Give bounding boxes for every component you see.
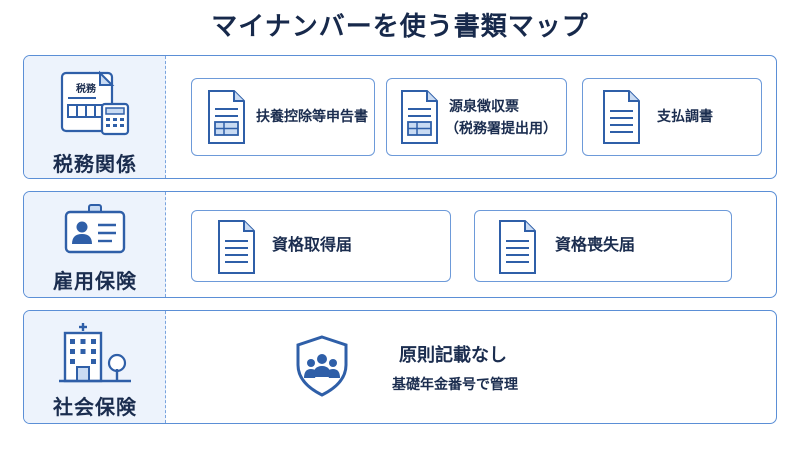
doc-label-qualification-acquisition: 資格取得届 bbox=[272, 235, 353, 254]
section-employment-insurance: 雇用保険 資格取得届 資格喪失届 bbox=[23, 191, 777, 298]
section-tax-label: 税務関係 bbox=[53, 152, 137, 176]
note-sub-text: 基礎年金番号で管理 bbox=[392, 377, 518, 393]
section-social-label: 社会保険 bbox=[53, 395, 137, 419]
section-tax-header: 税務 税務関係 bbox=[24, 56, 166, 178]
document-icon bbox=[499, 220, 536, 274]
note-main-text: 原則記載なし bbox=[399, 345, 507, 366]
form-document-icon bbox=[208, 90, 245, 144]
document-icon bbox=[603, 90, 640, 144]
doc-card-withholding-slip: 源泉徴収票 （税務署提出用） bbox=[386, 78, 567, 156]
doc-label-withholding-slip-note: （税務署提出用） bbox=[445, 121, 557, 137]
id-card-icon bbox=[24, 204, 166, 254]
document-icon bbox=[218, 220, 255, 274]
doc-label-qualification-loss: 資格喪失届 bbox=[555, 235, 636, 254]
doc-label-withholding-slip: 源泉徴収票 bbox=[449, 99, 519, 115]
doc-label-payment-record: 支払調書 bbox=[657, 109, 713, 125]
section-employment-header: 雇用保険 bbox=[24, 192, 166, 297]
form-document-icon bbox=[401, 90, 438, 144]
doc-card-payment-record: 支払調書 bbox=[582, 78, 762, 156]
hospital-building-icon bbox=[24, 321, 166, 383]
section-social-header: 社会保険 bbox=[24, 311, 166, 423]
tax-icon-label: 税務 bbox=[76, 82, 97, 95]
doc-card-qualification-acquisition: 資格取得届 bbox=[191, 210, 451, 282]
section-social-insurance: 社会保険 原則記載なし 基礎年金番号で管理 bbox=[23, 310, 777, 424]
doc-card-dependent-deduction: 扶養控除等申告書 bbox=[191, 78, 375, 156]
doc-label-dependent-deduction: 扶養控除等申告書 bbox=[256, 109, 368, 125]
section-tax: 税務 税務関係 扶養控除等申告書 源泉徴収票 （税務署提出用） bbox=[23, 55, 777, 179]
shield-group-icon bbox=[296, 335, 348, 397]
section-employment-label: 雇用保険 bbox=[53, 269, 137, 293]
tax-document-calculator-icon: 税務 bbox=[24, 70, 166, 136]
page-title: マイナンバーを使う書類マップ bbox=[211, 12, 589, 42]
doc-card-qualification-loss: 資格喪失届 bbox=[474, 210, 732, 282]
